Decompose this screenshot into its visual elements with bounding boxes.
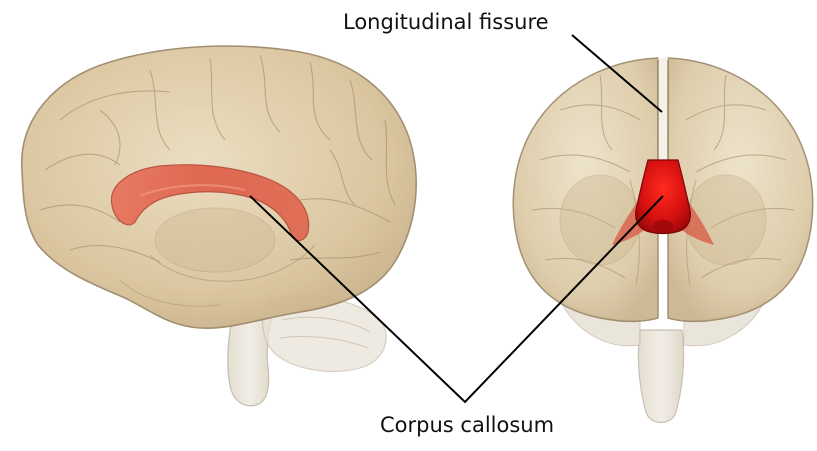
lateral-brain-view bbox=[22, 46, 416, 406]
label-longitudinal-fissure: Longitudinal fissure bbox=[343, 12, 549, 33]
anterior-brain-view bbox=[513, 58, 813, 423]
anterior-brainstem bbox=[638, 330, 683, 423]
label-corpus-callosum: Corpus callosum bbox=[380, 415, 554, 436]
